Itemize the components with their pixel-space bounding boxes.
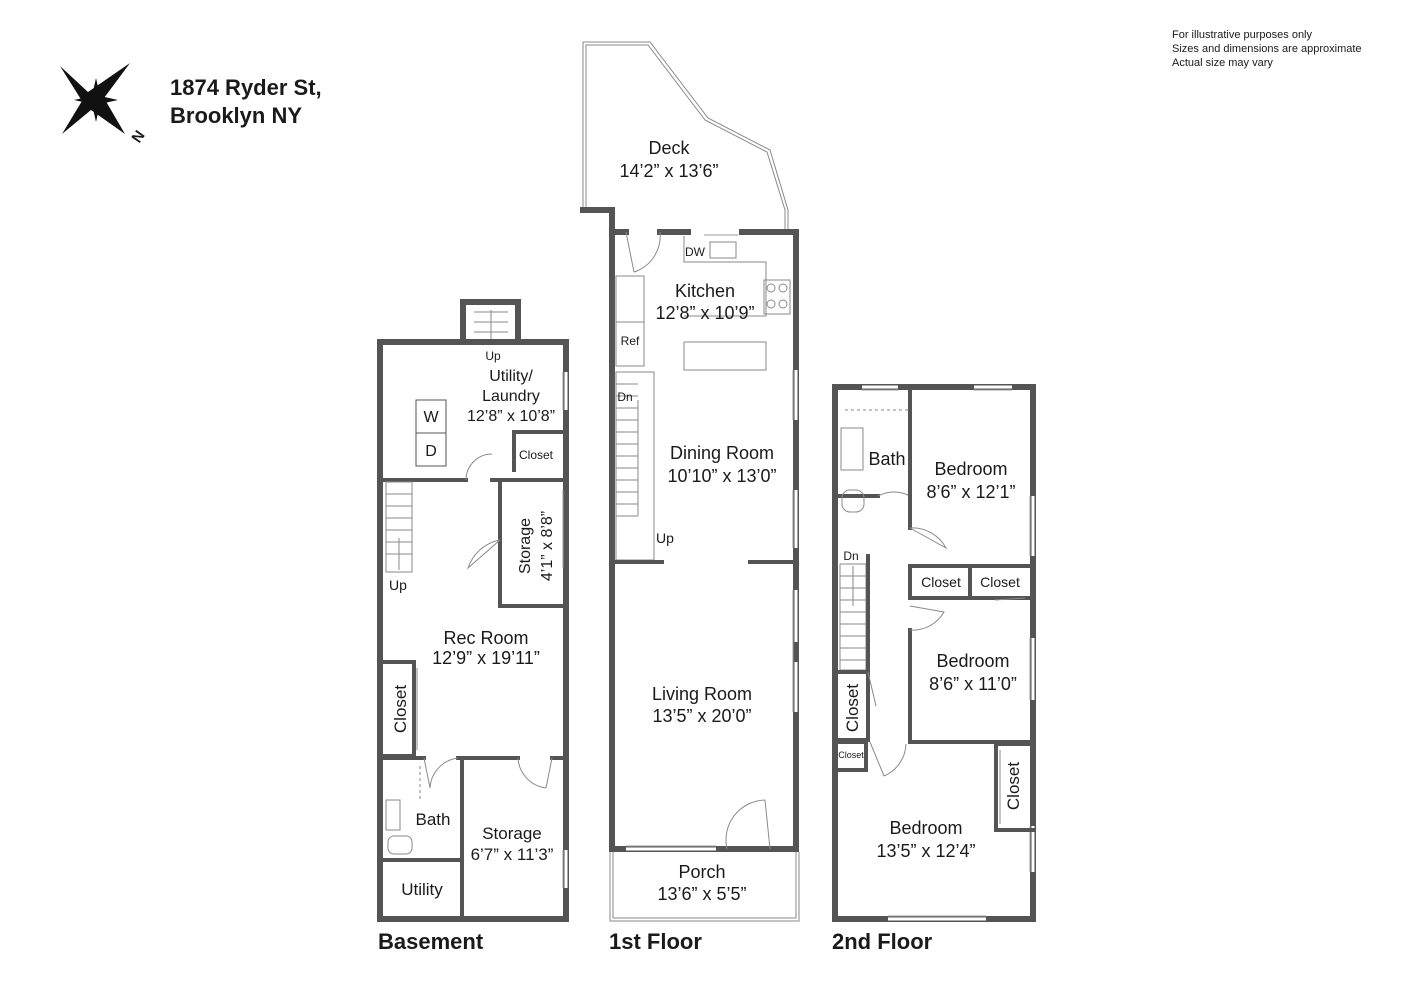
dining-room-dims: 10’10” x 13’0” bbox=[667, 466, 776, 486]
basement-storage-small-name: Storage bbox=[517, 518, 534, 574]
first-floor-plan bbox=[580, 41, 800, 922]
basement-stair-up-rec-label: Up bbox=[389, 577, 407, 593]
compass-rose-icon: N bbox=[60, 63, 149, 146]
bedroom-2-dims: 8’6” x 11’0” bbox=[929, 674, 1017, 694]
porch-dims: 13’6” x 5’5” bbox=[657, 884, 746, 904]
living-room-name: Living Room bbox=[652, 684, 752, 704]
deck-name: Deck bbox=[648, 138, 690, 158]
bedroom-3-name: Bedroom bbox=[889, 818, 962, 838]
utility-laundry-name-2: Laundry bbox=[482, 388, 540, 405]
rec-room-dims: 12’9” x 19’11” bbox=[432, 648, 540, 668]
kitchen-dims: 12’8” x 10’9” bbox=[655, 303, 754, 323]
basement-stair-up-top-label: Up bbox=[485, 349, 501, 363]
basement-storage-small-dims: 4’1” x 8’8” bbox=[539, 511, 556, 581]
dishwasher-label: DW bbox=[685, 245, 706, 259]
disclaimer-line-2: Sizes and dimensions are approximate bbox=[1172, 43, 1362, 55]
compass-north-letter: N bbox=[128, 128, 148, 147]
basement-closet-top-label: Closet bbox=[519, 448, 554, 462]
second-closet-b-label: Closet bbox=[980, 574, 1020, 590]
second-floor-plan bbox=[832, 384, 1036, 922]
disclaimer-line-1: For illustrative purposes only bbox=[1172, 29, 1313, 41]
washer-label: W bbox=[423, 409, 439, 426]
dining-room-name: Dining Room bbox=[670, 443, 774, 463]
bedroom-3-dims: 13’5” x 12’4” bbox=[876, 841, 975, 861]
second-closet-right-label: Closet bbox=[1004, 762, 1023, 810]
basement-storage-large-name: Storage bbox=[482, 824, 542, 843]
utility-laundry-name-1: Utility/ bbox=[489, 368, 533, 385]
first-stair-dn-label: Dn bbox=[617, 390, 632, 404]
first-floor-label: 1st Floor bbox=[609, 929, 702, 954]
dryer-label: D bbox=[425, 443, 437, 460]
basement-plan bbox=[377, 299, 569, 922]
rec-room-name: Rec Room bbox=[443, 628, 528, 648]
basement-utility-label: Utility bbox=[401, 880, 443, 899]
disclaimer-line-3: Actual size may vary bbox=[1172, 57, 1273, 69]
bedroom-1-dims: 8’6” x 12’1” bbox=[926, 482, 1015, 502]
second-closet-a-label: Closet bbox=[921, 574, 961, 590]
basement-closet-left-label: Closet bbox=[391, 685, 410, 733]
bedroom-1-name: Bedroom bbox=[934, 459, 1007, 479]
address-line-2: Brooklyn NY bbox=[170, 103, 302, 128]
bedroom-2-name: Bedroom bbox=[936, 651, 1009, 671]
address-line-1: 1874 Ryder St, bbox=[170, 75, 322, 100]
basement-storage-large-dims: 6’7” x 11’3” bbox=[471, 845, 554, 864]
deck-dims: 14’2” x 13’6” bbox=[619, 161, 718, 181]
utility-laundry-dims: 12’8” x 10’8” bbox=[467, 408, 555, 425]
porch-name: Porch bbox=[678, 862, 725, 882]
second-stair-dn-label: Dn bbox=[843, 549, 858, 563]
kitchen-name: Kitchen bbox=[675, 281, 735, 301]
refrigerator-label: Ref bbox=[621, 334, 640, 348]
basement-bath-label: Bath bbox=[416, 810, 451, 829]
basement-floor-label: Basement bbox=[378, 929, 484, 954]
first-stair-up-label: Up bbox=[656, 530, 674, 546]
second-closet-tiny-label: Closet bbox=[838, 750, 864, 760]
second-floor-label: 2nd Floor bbox=[832, 929, 933, 954]
second-closet-hall-label: Closet bbox=[843, 684, 862, 732]
second-bath-label: Bath bbox=[868, 449, 905, 469]
living-room-dims: 13’5” x 20’0” bbox=[652, 706, 751, 726]
